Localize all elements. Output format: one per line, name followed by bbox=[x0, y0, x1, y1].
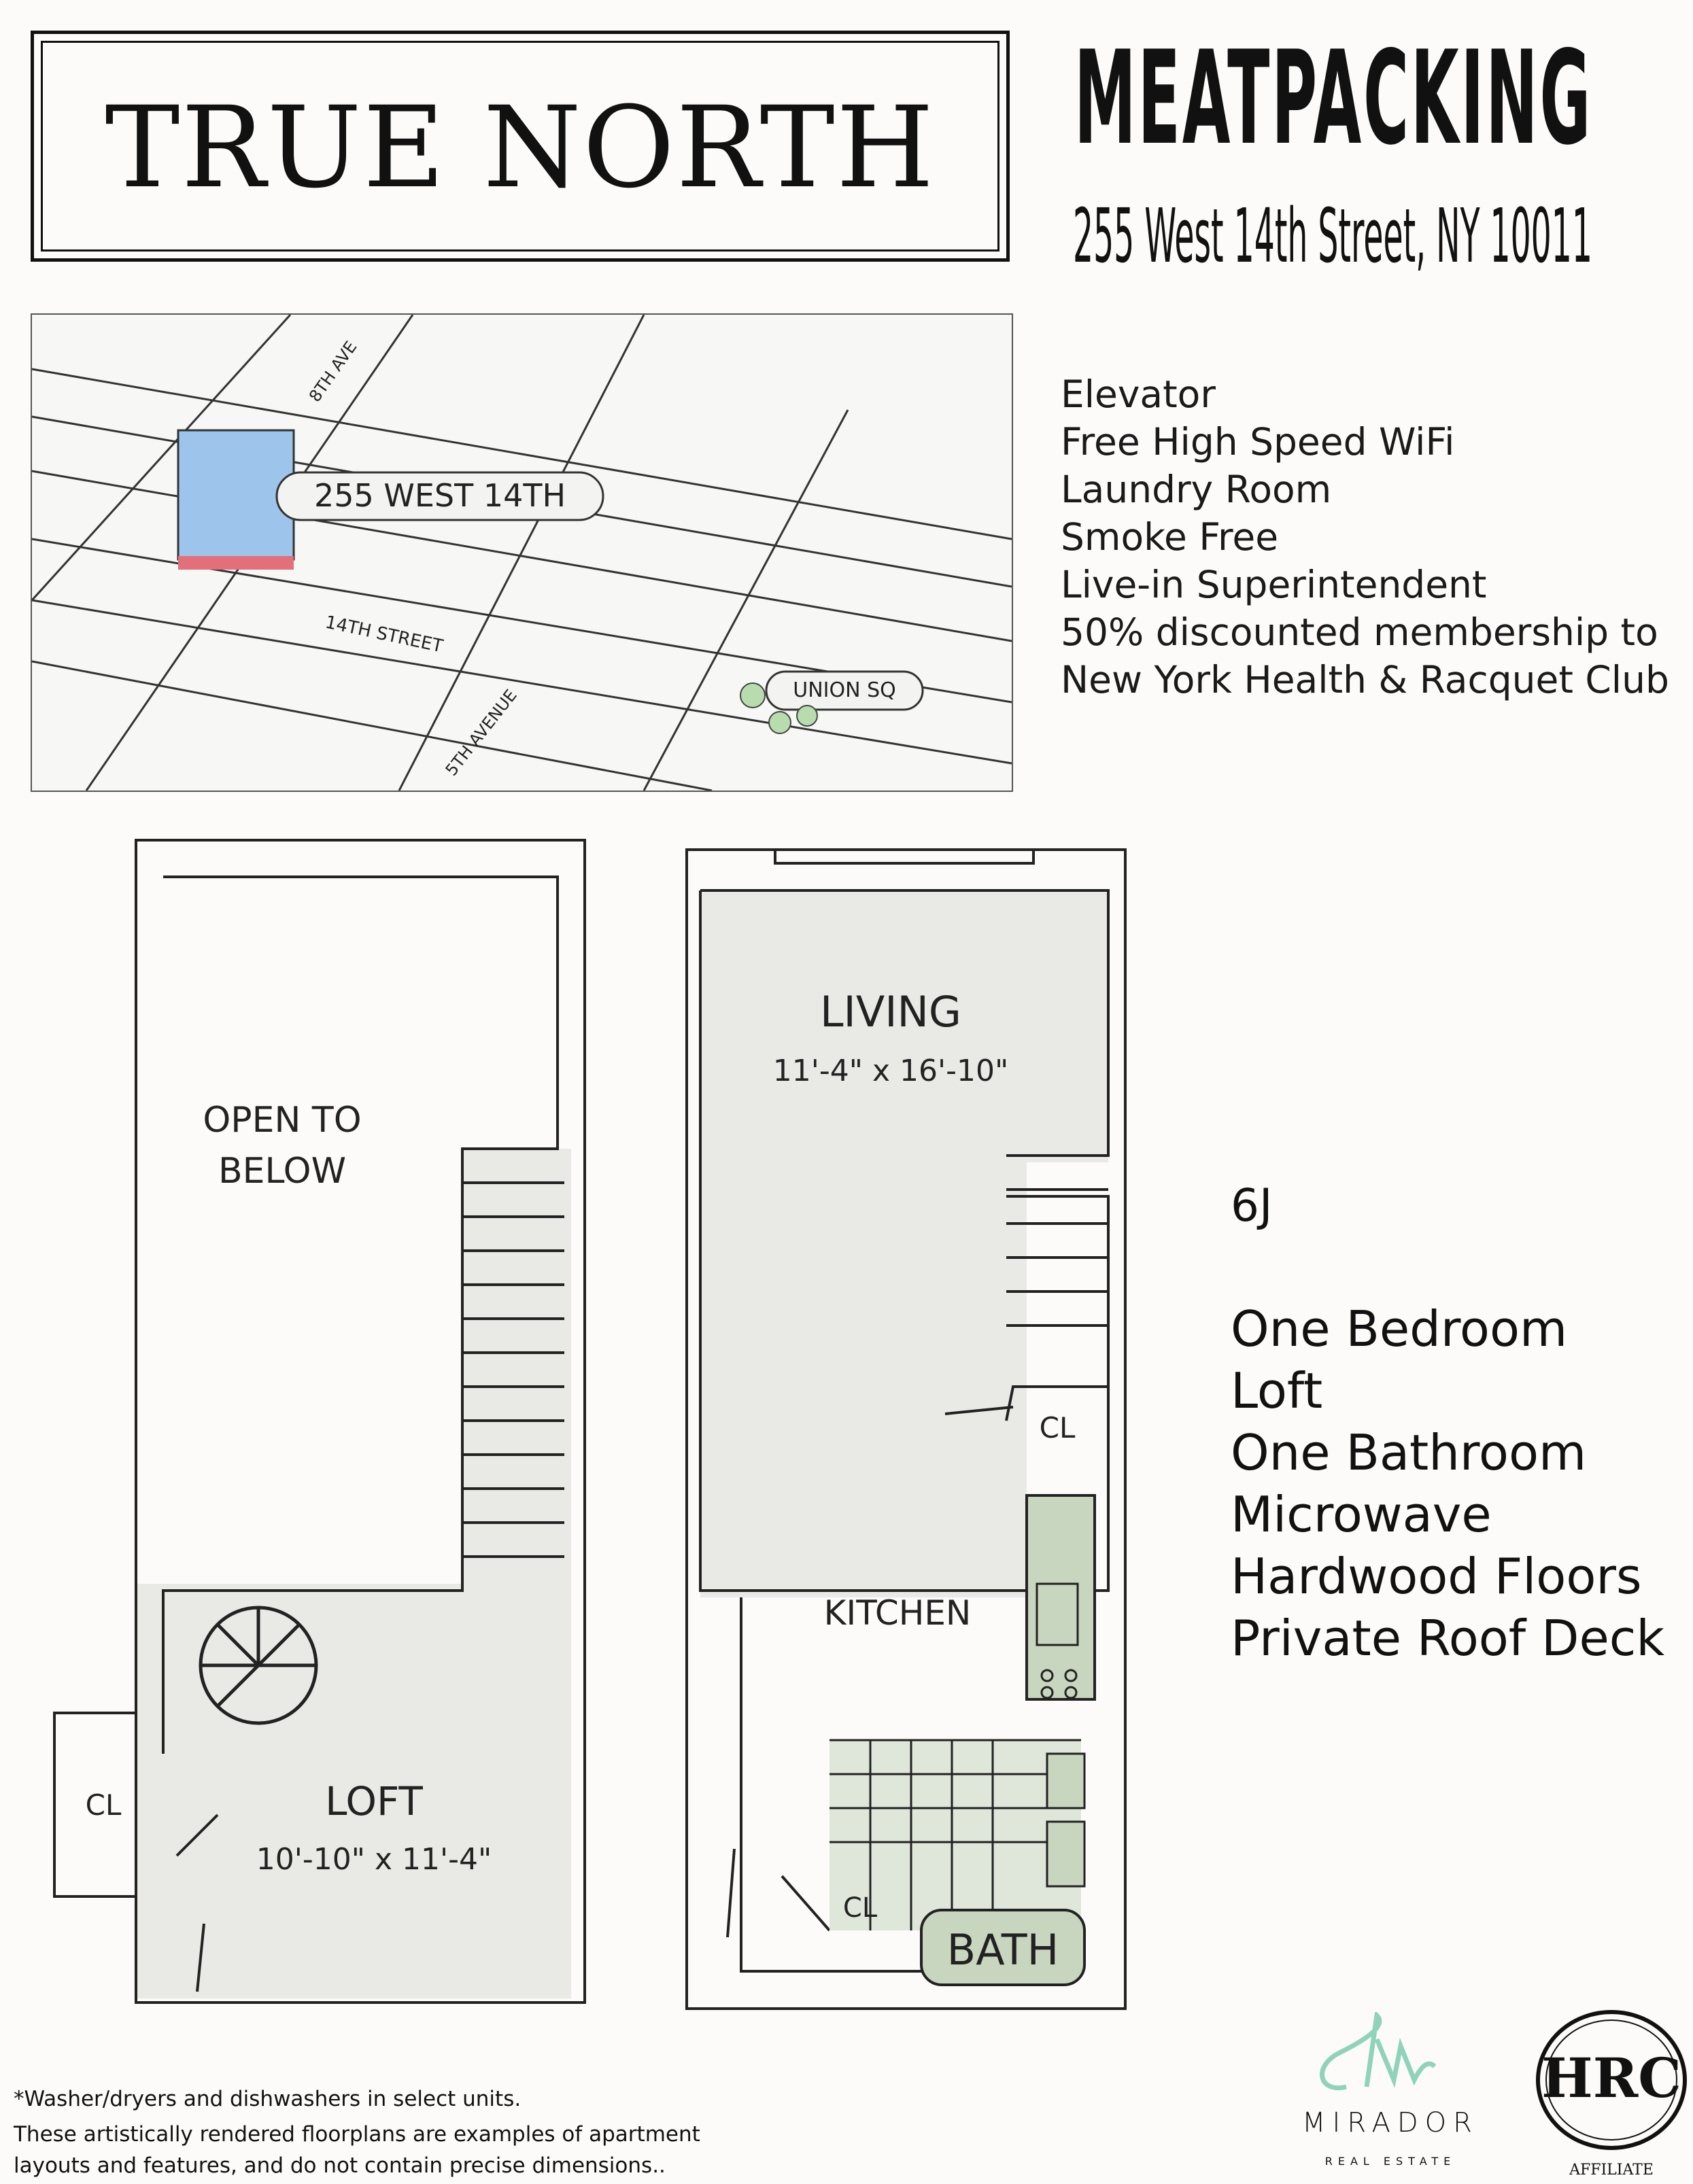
neighborhood-title: MEATPACKING bbox=[1074, 23, 1593, 173]
feature-item: Microwave bbox=[1231, 1486, 1492, 1543]
feature-item: Private Roof Deck bbox=[1231, 1610, 1665, 1667]
main-floorplan: LIVING 11'-4" x 16'-10" CL KITCHEN CL BA… bbox=[685, 848, 1127, 2010]
hrc-seal: HRC AFFILIATE bbox=[1533, 2009, 1690, 2179]
amenities-list: Elevator Free High Speed WiFi Laundry Ro… bbox=[1061, 370, 1669, 704]
closet-label: CL bbox=[86, 1788, 122, 1822]
amenity-item: Laundry Room bbox=[1061, 468, 1332, 511]
living-dimensions: 11'-4" x 16'-10" bbox=[773, 1054, 1008, 1088]
map-label-8th-ave: 8TH AVE bbox=[305, 338, 360, 406]
amenity-item: New York Health & Racquet Club bbox=[1061, 658, 1669, 701]
closet-label: CL bbox=[843, 1892, 878, 1924]
loft-floorplan: OPEN TO BELOW CL LOFT 10'-10" x 11'-4" bbox=[53, 839, 586, 2004]
feature-item: One Bedroom bbox=[1231, 1300, 1568, 1357]
hrc-affiliate-label: AFFILIATE bbox=[1569, 2162, 1654, 2179]
unit-features: One Bedroom Loft One Bathroom Microwave … bbox=[1231, 1298, 1664, 1669]
highlighted-building bbox=[177, 429, 295, 570]
mirador-name: MIRADOR bbox=[1302, 2107, 1479, 2138]
disclaimer: layouts and features, and do not contain… bbox=[14, 2153, 666, 2178]
feature-item: One Bathroom bbox=[1231, 1424, 1587, 1481]
footer-notes: *Washer/dryers and dishwashers in select… bbox=[14, 2083, 700, 2181]
map-label-park: UNION SQ bbox=[793, 678, 896, 702]
loft-label: LOFT bbox=[325, 1778, 423, 1824]
amenity-item: Free High Speed WiFi bbox=[1061, 420, 1455, 464]
true-north-logo: TRUE NORTH bbox=[31, 31, 1010, 262]
bath-label: BATH bbox=[947, 1925, 1059, 1975]
map-label-5th-ave: 5TH AVENUE bbox=[442, 686, 521, 780]
loft-dimensions: 10'-10" x 11'-4" bbox=[256, 1842, 492, 1877]
open-to-below-label: BELOW bbox=[218, 1151, 346, 1192]
kitchen-label: KITCHEN bbox=[824, 1593, 972, 1633]
hrc-monogram: HRC bbox=[1541, 2046, 1681, 2110]
living-label: LIVING bbox=[820, 987, 961, 1037]
feature-item: Loft bbox=[1231, 1362, 1323, 1419]
footnote: *Washer/dryers and dishwashers in select… bbox=[14, 2087, 521, 2111]
mirador-logo: MIRADOR REAL ESTATE bbox=[1292, 2010, 1489, 2175]
neighborhood-map: 255 WEST 14TH 14TH STREET 8TH AVE 5TH AV… bbox=[31, 313, 1013, 792]
amenity-item: Live-in Superintendent bbox=[1061, 563, 1487, 606]
open-to-below-label: OPEN TO bbox=[203, 1100, 361, 1141]
feature-item: Hardwood Floors bbox=[1231, 1548, 1642, 1605]
building-address: 255 West 14th Street, NY 10011 bbox=[1073, 192, 1592, 279]
unit-number: 6J bbox=[1231, 1179, 1273, 1232]
amenity-item: Elevator bbox=[1061, 372, 1216, 416]
spiral-stair-icon bbox=[199, 1606, 318, 1725]
kitchen-counter bbox=[1025, 1494, 1096, 1701]
mirador-subtitle: REAL ESTATE bbox=[1324, 2155, 1456, 2168]
map-label-street: 14TH STREET bbox=[324, 612, 445, 657]
disclaimer: These artistically rendered floorplans a… bbox=[14, 2122, 700, 2147]
logo-text: TRUE NORTH bbox=[105, 82, 936, 213]
amenity-item: 50% discounted membership to bbox=[1061, 610, 1658, 654]
mirador-script-m-icon bbox=[1320, 2010, 1437, 2090]
closet-label: CL bbox=[1040, 1411, 1076, 1444]
amenity-item: Smoke Free bbox=[1061, 515, 1279, 559]
bathroom bbox=[830, 1739, 1086, 1986]
map-label-building: 255 WEST 14TH bbox=[314, 477, 566, 514]
